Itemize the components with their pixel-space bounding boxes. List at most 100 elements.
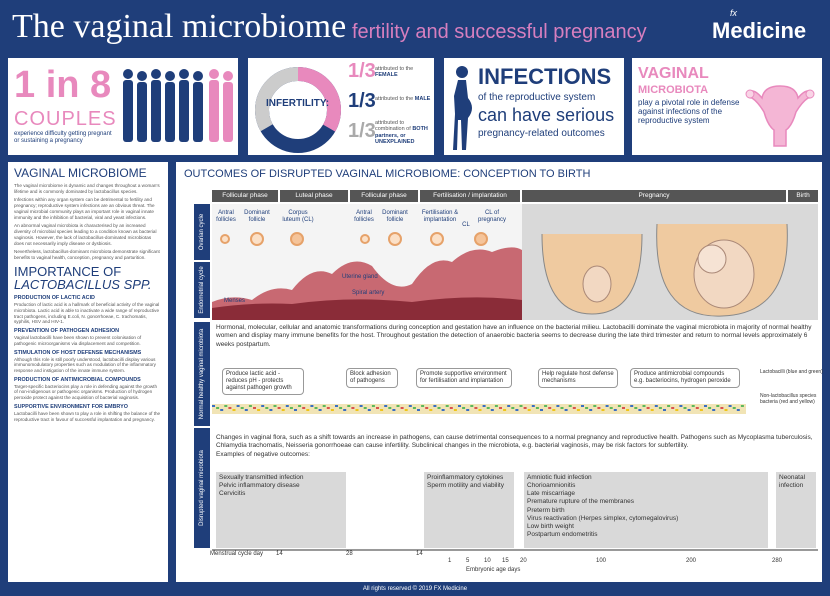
page-title: The vaginal microbiome	[12, 8, 347, 45]
bacterium-mark	[306, 409, 310, 411]
bacterium-mark	[421, 405, 425, 407]
bacterium-mark	[544, 405, 548, 407]
timeline-axis	[212, 549, 818, 551]
outcome-box-neonatal: Neonatal infection	[776, 472, 816, 548]
row-label-endometrial: Endometrial cycle	[194, 262, 210, 318]
bacterium-mark	[540, 409, 543, 411]
bacterium-mark	[330, 409, 334, 411]
bacterium-mark	[679, 405, 683, 407]
bacterium-mark	[478, 409, 482, 411]
bacterium-mark	[285, 405, 289, 407]
bacterium-mark	[470, 405, 474, 407]
pregnant-woman-icon	[453, 66, 472, 150]
fx-medicine-logo[interactable]: fx Medicine	[712, 8, 807, 44]
bubble-lactic-acid: Produce lactic acid - reduces pH - prote…	[222, 368, 304, 395]
bacterium-mark	[654, 405, 658, 407]
bacterium-mark	[597, 407, 601, 409]
bacterium-mark	[310, 405, 314, 407]
normal-microbiota-text: Hormonal, molecular, cellular and anatom…	[216, 324, 812, 348]
tick-28: 28	[346, 551, 353, 557]
vaginal-microbiome-p3: An abnormal vaginal microbiota is charac…	[14, 223, 157, 246]
infections-line3: pregnancy-related outcomes	[478, 128, 605, 139]
bacterium-mark	[724, 409, 728, 411]
bacterium-mark	[609, 407, 613, 409]
bubble-antimicrobial: Produce antimicrobial compounds e.g. bac…	[630, 368, 740, 388]
lactic-acid-text: Production of lactic acid is a hallmark …	[14, 302, 160, 325]
bacterium-mark	[396, 405, 400, 407]
row-label-normal: Normal healthy vaginal microbiota	[194, 322, 210, 426]
bacterium-mark	[671, 407, 675, 409]
bacterium-mark	[675, 409, 679, 411]
bacterium-mark	[417, 409, 420, 411]
bacterium-mark	[433, 405, 437, 407]
bacterium-mark	[289, 407, 293, 409]
bacterium-mark	[240, 407, 244, 409]
bacterium-mark	[216, 407, 220, 409]
bacterium-mark	[699, 409, 703, 411]
legend-lactobacilli: Lactobacilli (blue and green)	[760, 369, 823, 375]
phase-follicular-1: Follicular phase	[212, 190, 278, 202]
bacterium-mark	[490, 409, 494, 411]
bacterium-mark	[576, 409, 580, 411]
couples-stat-panel: 1 in 8 COUPLES experience difficulty get…	[8, 58, 238, 155]
outcomes-diagram-panel: OUTCOMES OF DISRUPTED VAGINAL MICROBIOME…	[176, 162, 823, 582]
bacterium-mark	[302, 407, 306, 409]
bacterium-mark	[347, 405, 351, 407]
bacterium-mark	[441, 409, 445, 411]
bacterium-mark	[294, 409, 297, 411]
bacterium-mark	[622, 407, 625, 409]
bacterium-mark	[613, 409, 617, 411]
infections-title: INFECTIONS	[478, 64, 612, 89]
bacterium-mark	[388, 407, 392, 409]
phase-pregnancy: Pregnancy	[522, 190, 786, 202]
bacterium-mark	[634, 407, 638, 409]
bacterium-mark	[458, 405, 461, 407]
pathogen-adhesion-text: Vaginal lactobacilli have been shown to …	[14, 335, 142, 346]
bacterium-mark	[335, 405, 338, 407]
bacterium-mark	[548, 407, 552, 409]
ovary-label-dominant-2: Dominant follicle	[382, 210, 408, 223]
bacterium-mark	[663, 409, 666, 411]
embryonic-tick-20: 20	[520, 558, 527, 564]
infections-line1: of the reproductive system	[478, 92, 596, 103]
bacterium-mark	[630, 405, 634, 407]
host-defense-title: STIMULATION OF HOST DEFENSE MECHANISMS	[14, 349, 142, 356]
antimicrobial-text: Target-specific bacteriocins play a role…	[14, 383, 157, 401]
microbiota-description: play a pivotal role in defense against i…	[638, 98, 740, 126]
host-defense-text: Although this role is still poorly under…	[14, 356, 156, 373]
fraction-female-text: attributed to the FEMALE	[375, 66, 414, 79]
footer-copyright: All rights reserved © 2019 FX Medicine	[362, 586, 468, 592]
bacterium-mark	[511, 407, 515, 409]
outcome-box-cytokines: Proinflammatory cytokines Sperm motility…	[424, 472, 514, 548]
bacterium-mark	[269, 409, 273, 411]
cl-pregnancy-icon	[474, 232, 488, 246]
bacterium-mark	[601, 409, 605, 411]
phase-birth: Birth	[788, 190, 818, 202]
bacterium-mark	[535, 407, 539, 409]
bacterium-mark	[449, 407, 453, 409]
bacterium-mark	[507, 405, 511, 407]
pathogen-adhesion-title: PREVENTION OF PATHOGEN ADHESION	[14, 328, 120, 335]
embryonic-tick-1: 1	[448, 558, 452, 564]
bacterium-mark	[704, 405, 707, 407]
bacterium-mark	[281, 409, 285, 411]
fraction-both: 1/3	[348, 120, 376, 142]
bacterium-mark	[642, 405, 646, 407]
embryonic-tick-15: 15	[502, 558, 509, 564]
vaginal-microbiome-p2: Infections within any organ system can b…	[14, 197, 155, 220]
row-label-disrupted: Disrupted vaginal microbiota	[194, 428, 210, 548]
couples-silhouettes-icon	[123, 69, 233, 142]
bacterium-mark	[462, 407, 466, 409]
bacterium-mark	[445, 405, 449, 407]
infections-stat-panel: INFECTIONS of the reproductive system ca…	[444, 58, 624, 155]
bacterium-mark	[617, 405, 621, 407]
vaginal-microbiome-heading: VAGINAL MICROBIOME	[14, 166, 147, 180]
logo-text: Medicine	[712, 18, 807, 43]
bacterium-mark	[228, 407, 232, 409]
bacterium-mark	[359, 405, 363, 407]
bacterium-mark	[400, 407, 404, 409]
dominant-follicle-icon	[250, 232, 264, 246]
vaginal-microbiome-p4: Nevertheless, lactobacillus-dominant mic…	[14, 249, 160, 261]
bacterium-mark	[486, 407, 490, 409]
ovary-label-cl-2: CL	[462, 222, 470, 228]
